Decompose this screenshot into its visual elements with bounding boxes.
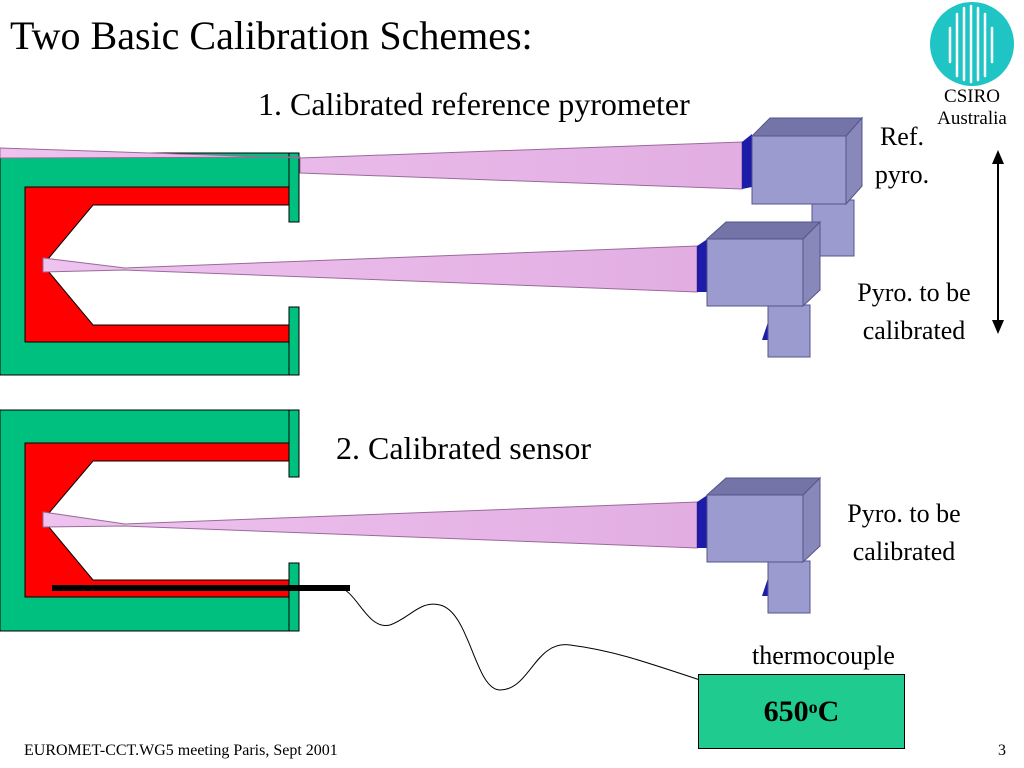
pyrometer-1-stand <box>767 304 811 358</box>
scheme-1-heading: 1. Calibrated reference pyrometer <box>258 86 690 122</box>
thermocouple-label: thermocouple <box>752 641 895 670</box>
furnace-2-window-bottom <box>288 562 300 632</box>
beam-scheme-1 <box>42 245 698 293</box>
pyrometer-1-body <box>706 238 804 307</box>
logo-line2: Australia <box>937 108 1007 129</box>
ref-pyrometer-body <box>751 135 847 205</box>
ref-pyrometer-top <box>750 117 864 137</box>
pyrometer-to-calibrate-2 <box>697 476 822 614</box>
pyrometer-2-stand <box>767 560 811 614</box>
beam-scheme-2 <box>42 501 698 549</box>
pyrometer-2-body <box>706 494 804 563</box>
thermocouple-rod <box>52 585 350 591</box>
pyrometer-1-label: Pyro. to be calibrated <box>834 274 994 350</box>
furnace-1 <box>0 152 300 376</box>
readout-degree: o <box>808 697 818 717</box>
cal2-label-line1: Pyro. to be <box>847 499 961 528</box>
pyrometer-1-top <box>705 221 822 240</box>
page-title: Two Basic Calibration Schemes: <box>10 13 533 58</box>
pyrometer-1-foot <box>762 322 768 340</box>
readout-value: 650 <box>763 694 809 728</box>
cal2-label-line2: calibrated <box>852 537 956 566</box>
scheme-2-heading: 2. Calibrated sensor <box>336 430 592 466</box>
furnace-2-window-top <box>288 409 300 478</box>
furnace-1-window-bottom <box>288 306 300 376</box>
pyrometer-2-top <box>705 477 822 496</box>
furnace-2 <box>0 409 300 632</box>
ref-pyrometer-lens <box>742 134 752 189</box>
thermocouple-wire <box>344 589 701 691</box>
ref-label-line2: pyro. <box>874 160 930 189</box>
ref-pyrometer-label: Ref. pyro. <box>862 118 942 194</box>
logo-label: CSIRO Australia <box>922 86 1022 130</box>
pyrometer-2-lens <box>697 494 709 548</box>
cal1-label-line2: calibrated <box>862 316 966 345</box>
csiro-logo <box>930 2 1014 86</box>
footer-text: EUROMET-CCT.WG5 meeting Paris, Sept 2001 <box>24 742 338 759</box>
beam-ref-pyrometer <box>0 141 743 190</box>
readout-unit: C <box>817 694 840 728</box>
cal1-label-line1: Pyro. to be <box>857 278 971 307</box>
page-number: 3 <box>998 742 1006 759</box>
pyrometer-to-calibrate-1 <box>697 220 822 358</box>
pyrometer-1-lens <box>697 238 709 292</box>
furnace-1-window-top <box>288 152 300 223</box>
logo-line1: CSIRO <box>944 86 1000 107</box>
swap-arrow <box>992 150 1004 334</box>
pyrometer-2-foot <box>762 578 768 596</box>
ref-label-line1: Ref. <box>879 122 925 151</box>
pyrometer-2-label: Pyro. to be calibrated <box>824 495 984 571</box>
